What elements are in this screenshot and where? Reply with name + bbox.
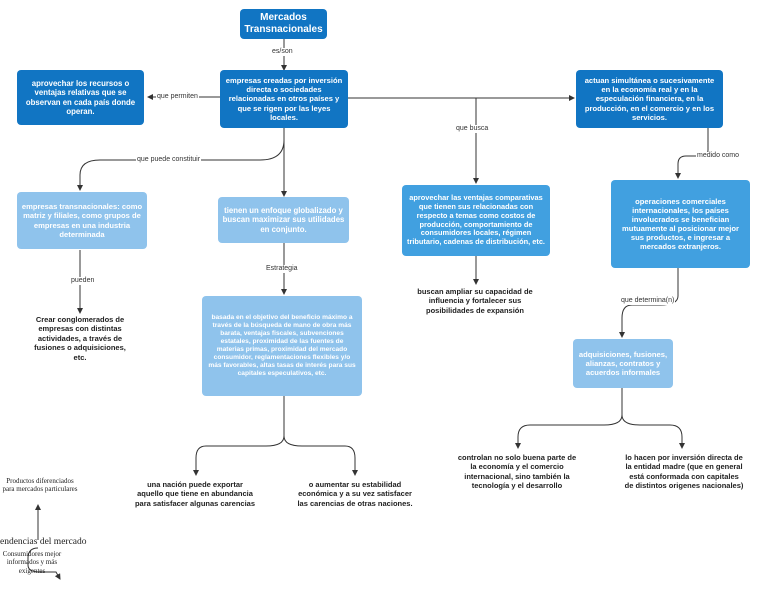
line-operaciones-adquisiciones: [619, 268, 679, 338]
line-estrategia-split-right: [283, 435, 358, 476]
title-text: Mercados Transnacionales: [244, 12, 323, 35]
line-adquisiciones-split-right: [621, 414, 685, 449]
link-label-estrategia: Estrategia: [265, 265, 299, 273]
link-label-pueden: pueden: [70, 277, 96, 285]
link-label-medido-como: medido como: [696, 152, 741, 160]
text-productos: Productos diferenciados para mercados pa…: [2, 477, 78, 494]
line-tendencias-consumidores: [27, 547, 61, 580]
text-controlan: controlan no solo buena parte de la econ…: [457, 453, 577, 491]
text-estabilidad: o aumentar su estabilidad económica y a …: [297, 480, 413, 508]
text-influencia: buscan ampliar su capacidad de influenci…: [417, 287, 533, 315]
link-label-que-busca: que busca: [455, 125, 490, 133]
node-ventajas: aprovechar las ventajas comparativas que…: [402, 185, 550, 256]
node-estrategia: basada en el objetivo del beneficio máxi…: [202, 296, 362, 396]
link-label-es-son: es/son: [271, 48, 294, 56]
node-recursos: aprovechar los recursos o ventajas relat…: [17, 70, 144, 125]
link-label-que-permiten: que permiten: [156, 93, 199, 101]
node-adquisiciones: adquisiciones, fusiones, alianzas, contr…: [573, 339, 673, 388]
node-operaciones: operaciones comerciales internacionales,…: [611, 180, 750, 268]
text-tendencias: endencias del mercado: [0, 537, 87, 547]
link-label-que-determina: que determina(n): [620, 297, 676, 305]
line-empresas-ventajas: [470, 97, 479, 184]
text-inversion: lo hacen por inversión directa de la ent…: [624, 453, 744, 491]
line-empresas-transnacionales: [77, 139, 285, 191]
line-adquisiciones-split: [515, 388, 623, 449]
text-consumidores: Consumidores mejor informados y más exig…: [2, 550, 62, 575]
title-node: Mercados Transnacionales: [240, 9, 327, 39]
node-enfoque: tienen un enfoque globalizado y buscan m…: [218, 197, 349, 243]
node-empresas: empresas creadas por inversión directa o…: [220, 70, 348, 128]
node-transnacionales: empresas transnacionales: como matriz y …: [17, 192, 147, 249]
line-estrategia-split: [193, 396, 285, 476]
node-actuan: actuan simultánea o sucesivamente en la …: [576, 70, 723, 128]
link-label-que-puede-constituir: que puede constituir: [136, 156, 202, 164]
text-conglomerados: Crear conglomerados de empresas con dist…: [34, 315, 126, 362]
text-exportar: una nación puede exportar aquello que ti…: [134, 480, 256, 508]
